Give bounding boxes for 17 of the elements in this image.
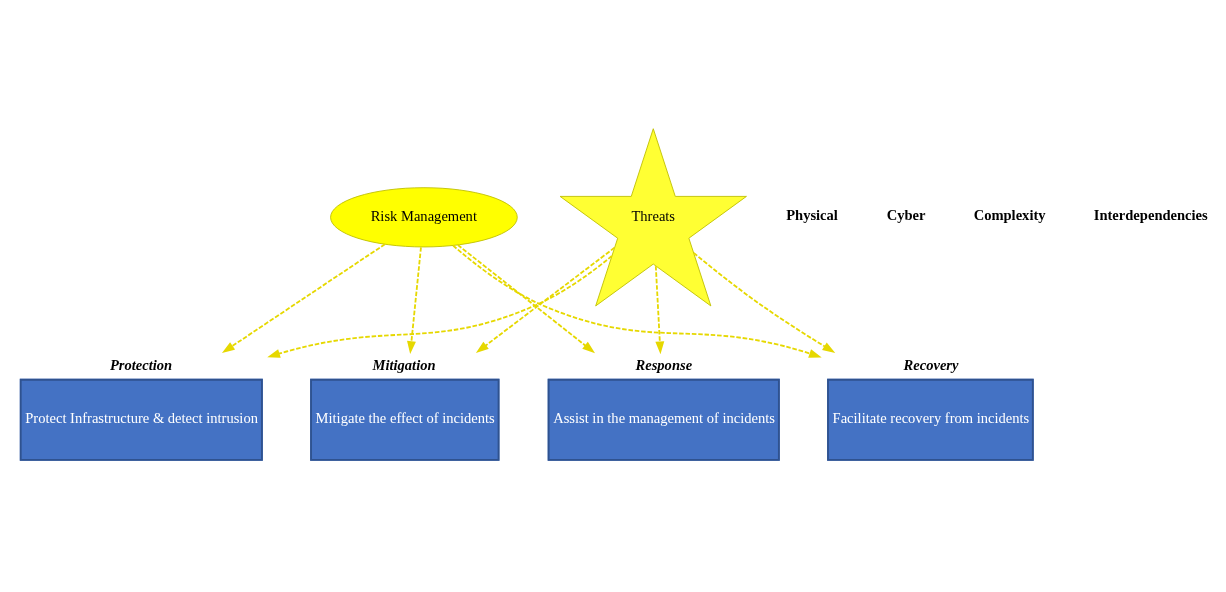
- node-label: Mitigation: [372, 356, 436, 373]
- arrow: [221, 242, 386, 353]
- label: Cyber: [886, 206, 926, 223]
- label: Interdependencies: [1093, 206, 1208, 223]
- arrow: [475, 246, 616, 353]
- arrow: [692, 251, 836, 353]
- label: Physical: [786, 206, 838, 223]
- node-label: Recovery: [903, 356, 959, 373]
- arrow: [654, 264, 665, 354]
- node-ellipse: Risk Management: [330, 186, 518, 247]
- arrow: [407, 245, 422, 354]
- node-label: Response: [635, 356, 693, 373]
- arrow: [457, 243, 596, 353]
- arrow: [452, 244, 822, 358]
- label: Complexity: [973, 206, 1046, 223]
- arrow: [267, 254, 613, 358]
- node-label: Protection: [109, 356, 173, 373]
